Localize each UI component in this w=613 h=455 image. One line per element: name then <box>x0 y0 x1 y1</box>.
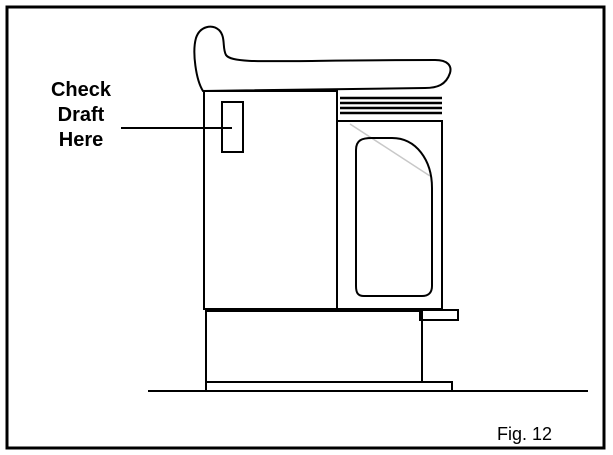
figure-frame <box>5 5 606 450</box>
stove-ledge <box>419 309 459 321</box>
stove-top-cap <box>193 25 452 93</box>
stove-pedestal <box>205 310 423 383</box>
door-trim-line <box>349 123 431 177</box>
vent-grille <box>340 96 442 115</box>
figure-caption: Fig. 12 <box>497 424 553 444</box>
floor-plate <box>205 381 453 392</box>
glass-door-window <box>355 137 433 297</box>
callout-line-1: Check <box>50 79 112 101</box>
stove-left-panel <box>203 90 338 310</box>
stove-right-panel <box>336 91 443 310</box>
callout-label: Check Draft Here <box>36 78 126 153</box>
callout-line-3: Here <box>58 129 104 151</box>
callout-line-2: Draft <box>57 104 105 126</box>
